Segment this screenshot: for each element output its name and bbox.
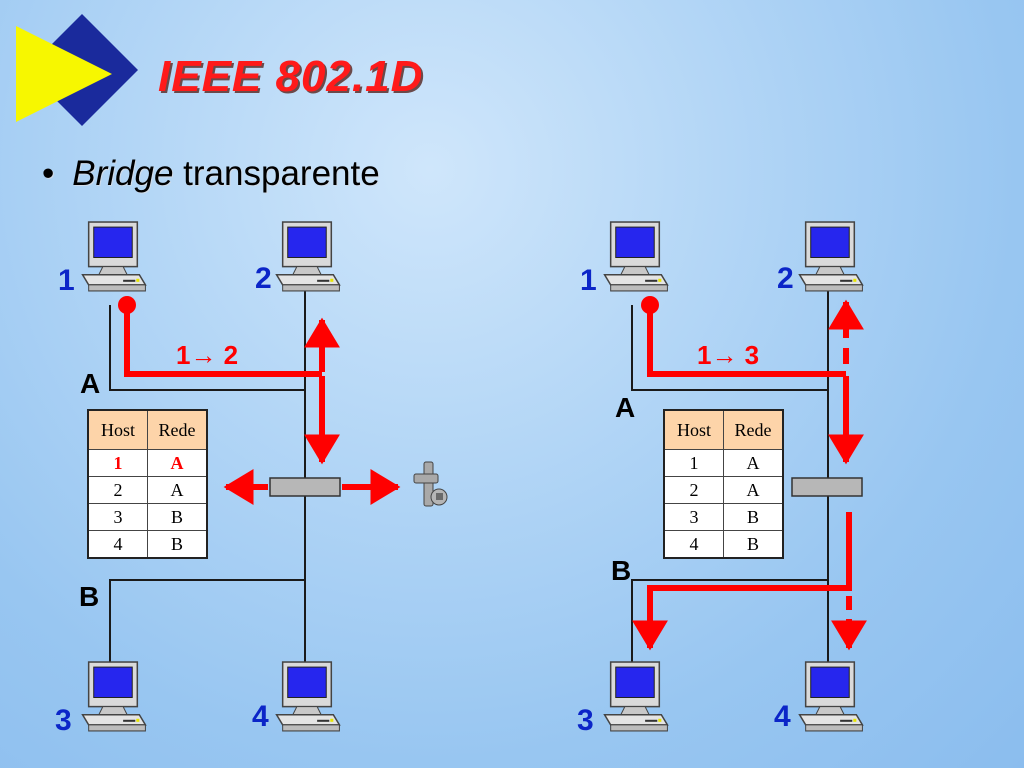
computer-icon	[798, 221, 864, 292]
right-host-label-3: 3	[577, 704, 594, 737]
right-forwarding-table: Host Rede 1 A 2 A 3 B 4 B	[663, 409, 784, 559]
table-header-rede: Rede	[147, 409, 208, 450]
discard-wrench-icon	[413, 461, 448, 507]
computer-icon	[81, 221, 147, 292]
table-row: 3 B	[87, 503, 208, 531]
right-segment-b-label: B	[611, 555, 631, 586]
left-segment-a-label: A	[80, 368, 100, 399]
table-cell: 2	[87, 476, 148, 504]
left-host-label-1: 1	[58, 264, 75, 297]
computer-icon	[275, 661, 341, 732]
bullet-item: • Bridge transparente	[42, 154, 380, 194]
logo-icon	[16, 14, 138, 126]
table-cell: 2	[663, 476, 724, 504]
left-host-label-4: 4	[252, 700, 269, 733]
right-host-label-2: 2	[777, 262, 794, 295]
computer-icon	[81, 661, 147, 732]
table-cell: A	[147, 476, 208, 504]
table-cell: B	[723, 503, 784, 531]
table-cell: 1	[663, 449, 724, 477]
table-header-host: Host	[663, 409, 724, 450]
left-host-label-3: 3	[55, 704, 72, 737]
table-header-host: Host	[87, 409, 148, 450]
computer-icon	[275, 221, 341, 292]
right-host-label-1: 1	[580, 264, 597, 297]
table-cell: 1	[87, 449, 148, 477]
table-cell: B	[147, 503, 208, 531]
bullet-symbol: •	[42, 154, 55, 193]
left-bridge	[269, 477, 341, 497]
table-row: 2 A	[663, 476, 784, 504]
left-host-label-2: 2	[255, 262, 272, 295]
table-cell: 3	[663, 503, 724, 531]
right-bridge	[791, 477, 863, 497]
left-frame-label: 1→ 2	[176, 340, 238, 370]
table-row: 3 B	[663, 503, 784, 531]
right-arrow-to-host3	[632, 512, 852, 651]
bullet-italic: Bridge	[72, 154, 174, 193]
page-title: IEEE 802.1D	[158, 52, 424, 101]
table-row: 1 A	[663, 449, 784, 477]
table-cell: B	[147, 530, 208, 559]
right-frame-path	[647, 305, 846, 377]
left-frame-path	[124, 305, 322, 377]
computer-icon	[798, 661, 864, 732]
table-cell: 3	[87, 503, 148, 531]
computer-icon	[603, 221, 669, 292]
right-frame-label: 1→ 3	[697, 340, 759, 370]
table-header-rede: Rede	[723, 409, 784, 450]
table-row: 4 B	[87, 530, 208, 559]
bullet-text: transparente	[183, 154, 380, 193]
table-cell: 4	[663, 530, 724, 559]
right-host-label-4: 4	[774, 700, 791, 733]
table-row: 2 A	[87, 476, 208, 504]
table-cell: B	[723, 530, 784, 559]
right-segment-a-label: A	[615, 392, 635, 423]
left-segment-b-label: B	[79, 581, 99, 612]
table-cell: A	[147, 449, 208, 477]
left-forwarding-table: Host Rede 1 A 2 A 3 B 4 B	[87, 409, 208, 559]
table-cell: A	[723, 476, 784, 504]
table-row: 1 A	[87, 449, 208, 477]
table-row: 4 B	[663, 530, 784, 559]
table-cell: A	[723, 449, 784, 477]
computer-icon	[603, 661, 669, 732]
table-cell: 4	[87, 530, 148, 559]
